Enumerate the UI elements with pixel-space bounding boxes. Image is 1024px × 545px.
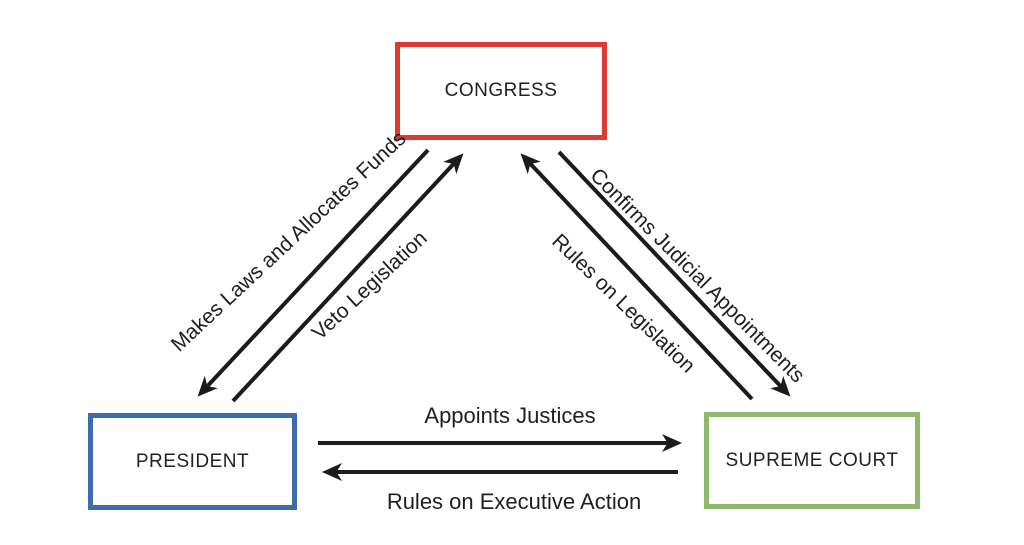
arrow-congress-to-supreme-court: [557, 150, 791, 397]
node-supreme-court-label: SUPREME COURT: [725, 449, 899, 471]
node-supreme-court: SUPREME COURT: [704, 412, 920, 509]
node-congress: CONGRESS: [395, 42, 607, 140]
node-president-label: PRESIDENT: [135, 450, 250, 472]
node-president: PRESIDENT: [88, 413, 297, 510]
arrow-president-to-congress: [231, 153, 464, 403]
arrow-line-veto: [231, 153, 464, 403]
arrow-line-confirms: [557, 150, 791, 397]
arrow-line-makes-laws: [197, 148, 430, 397]
edge-label-rules-on-executive-action: Rules on Executive Action: [386, 489, 642, 514]
arrow-line-rules-legislation: [520, 153, 754, 401]
edge-label-appoints-justices: Appoints Justices: [424, 403, 596, 428]
node-congress-label: CONGRESS: [444, 80, 558, 101]
arrow-congress-to-president: [197, 148, 430, 397]
arrow-supreme-court-to-congress: [520, 153, 754, 401]
